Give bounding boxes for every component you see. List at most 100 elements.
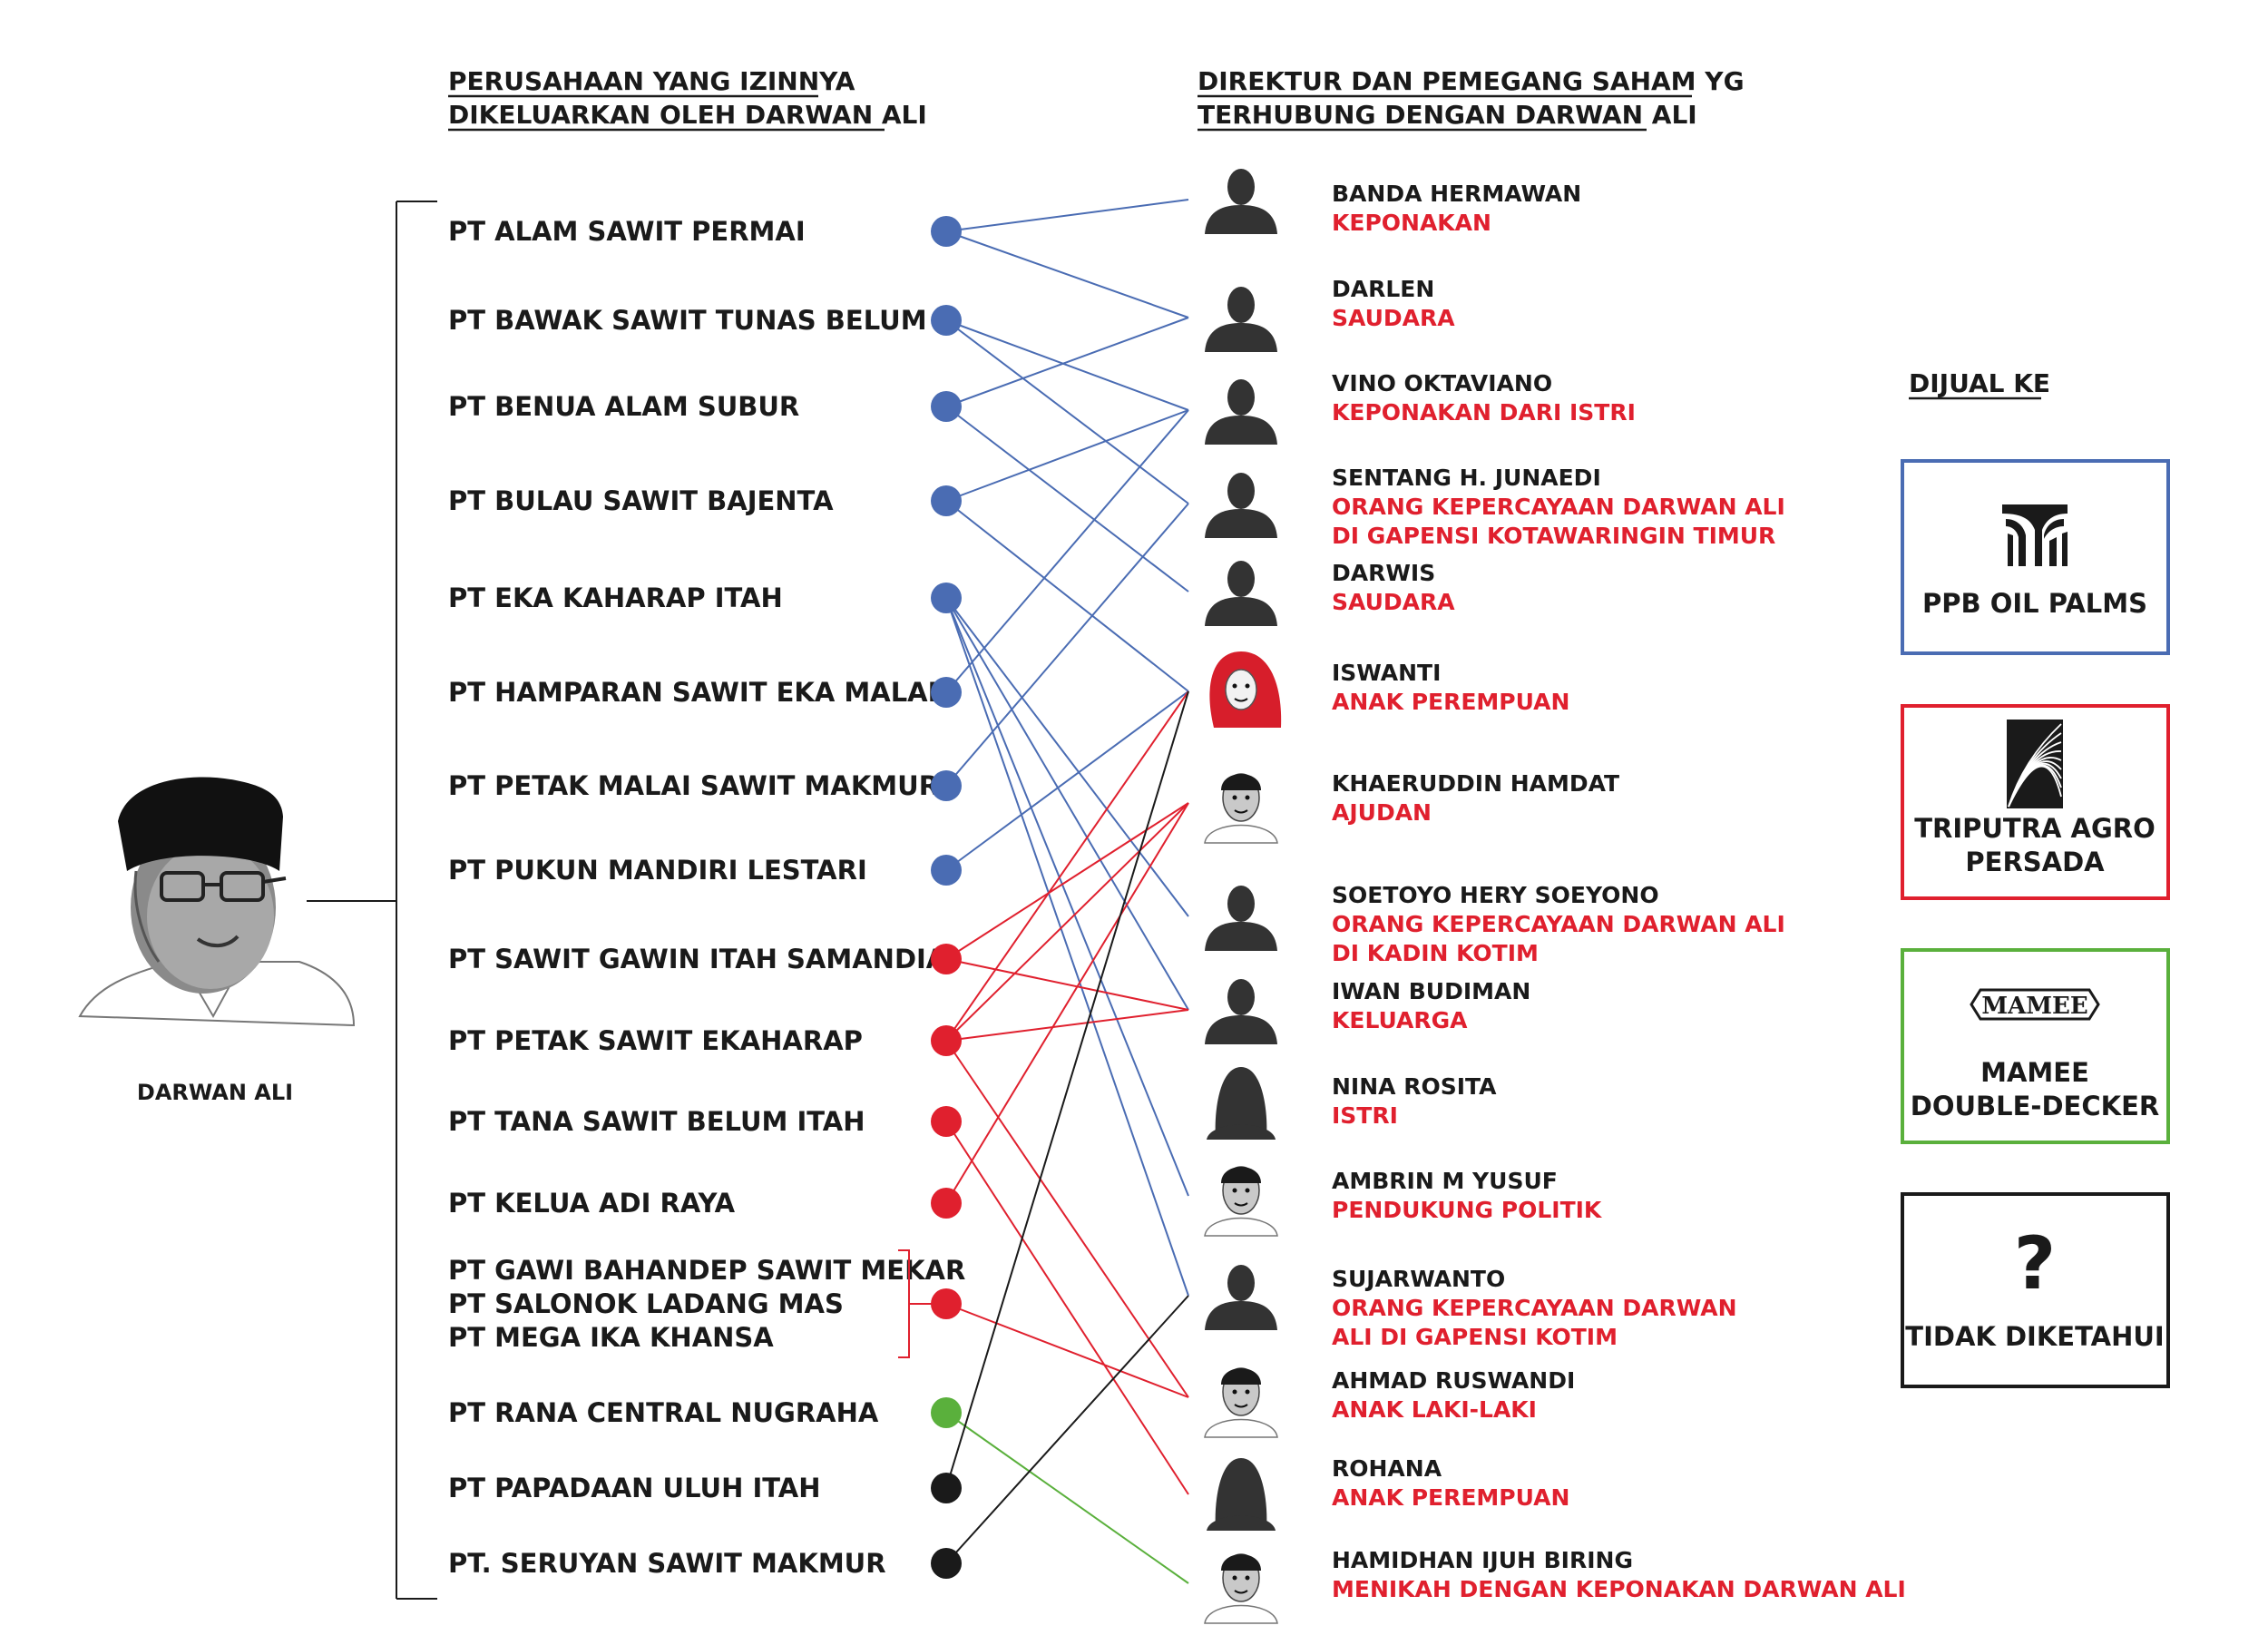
person-relation: ISTRI <box>1332 1102 1398 1129</box>
company-name: PT PETAK SAWIT EKAHARAP <box>448 1025 863 1056</box>
portrait-man-icon <box>1204 773 1278 844</box>
ownership-link <box>945 1121 1189 1495</box>
company-dot <box>931 770 962 801</box>
company-dot <box>931 1397 962 1428</box>
ownership-link <box>945 802 1189 960</box>
triputra-leaf-logo-icon <box>2007 720 2063 808</box>
company-name: PT HAMPARAN SAWIT EKA MALAN <box>448 677 950 708</box>
ownership-link <box>945 690 1189 1489</box>
links-layer <box>945 199 1189 1584</box>
group-bracket <box>898 1249 934 1358</box>
person-name: SUJARWANTO <box>1332 1266 1505 1292</box>
buyer-name: DOUBLE-DECKER <box>1911 1091 2159 1121</box>
ownership-link <box>945 317 1189 407</box>
person-relation: KELUARGA <box>1332 1007 1468 1033</box>
person-row: ISWANTI ANAK PEREMPUAN <box>1209 651 1569 728</box>
person-name: ISWANTI <box>1332 660 1441 686</box>
company-name: PT BULAU SAWIT BAJENTA <box>448 485 834 516</box>
person-relation: KEPONAKAN <box>1332 210 1491 236</box>
person-name: IWAN BUDIMAN <box>1332 978 1530 1004</box>
ownership-link <box>945 597 1189 1297</box>
buyer-name: TRIPUTRA AGRO <box>1914 813 2156 844</box>
people-heading-line2: TERHUBUNG DENGAN DARWAN ALI <box>1198 100 1697 130</box>
person-relation: DI KADIN KOTIM <box>1332 940 1539 966</box>
silhouette-female-icon <box>1207 1067 1276 1140</box>
company-name: PT. SERUYAN SAWIT MAKMUR <box>448 1548 886 1579</box>
silhouette-male-icon <box>1205 169 1277 234</box>
silhouette-male-icon <box>1205 473 1277 538</box>
company-dot <box>931 1025 962 1056</box>
person-row: HAMIDHAN IJUH BIRING MENIKAH DENGAN KEPON… <box>1204 1547 1906 1624</box>
ownership-link <box>945 802 1189 1042</box>
buyer-box-unknown: ?TIDAK DIKETAHUI <box>1901 1192 2170 1388</box>
person-relation: SAUDARA <box>1332 305 1455 331</box>
ownership-link <box>945 199 1189 232</box>
companies-bracket <box>307 201 437 1600</box>
person-relation: ORANG KEPERCAYAAN DARWAN ALI <box>1332 911 1785 937</box>
ownership-link <box>945 503 1189 787</box>
company-dot <box>931 1106 962 1137</box>
company-dot <box>931 485 962 516</box>
person-relation: MENIKAH DENGAN KEPONAKAN DARWAN ALI <box>1332 1576 1906 1602</box>
person-name: DARWIS <box>1332 560 1435 586</box>
buyer-box-frame <box>1901 948 2170 1144</box>
person-name: BANDA HERMAWAN <box>1332 181 1581 207</box>
company-dots <box>931 216 962 1579</box>
company-dot <box>931 305 962 336</box>
darwan-ali-portrait <box>78 777 356 1027</box>
ownership-link <box>945 690 1189 1042</box>
question-mark-text: ? <box>2014 1221 2056 1306</box>
portrait-hijab-icon <box>1209 651 1282 728</box>
person-relation: PENDUKUNG POLITIK <box>1332 1197 1603 1223</box>
ownership-link <box>945 597 1189 1011</box>
company-name: PT BAWAK SAWIT TUNAS BELUM <box>448 305 927 336</box>
silhouette-male-icon <box>1205 886 1277 951</box>
person-name: ROHANA <box>1332 1455 1442 1482</box>
buyer-name: PERSADA <box>1965 847 2105 877</box>
person-relation: ANAK PEREMPUAN <box>1332 689 1569 715</box>
person-name: AHMAD RUSWANDI <box>1332 1367 1575 1394</box>
person-relation: KEPONAKAN DARI ISTRI <box>1332 399 1636 426</box>
buyer-box-frame <box>1901 1192 2170 1388</box>
buyer-name: MAMEE <box>1980 1057 2089 1088</box>
company-dot <box>931 1473 962 1503</box>
person-relation: ANAK PEREMPUAN <box>1332 1484 1569 1511</box>
silhouette-male-icon <box>1205 979 1277 1044</box>
person-name: SENTANG H. JUNAEDI <box>1332 465 1601 491</box>
mamee-logo-icon: MAMEE <box>1970 988 2100 1021</box>
company-name: PT GAWI BAHANDEP SAWIT MEKAR <box>448 1255 965 1286</box>
subject-name: DARWAN ALI <box>137 1080 293 1105</box>
person-row: DARLEN SAUDARA <box>1205 276 1455 352</box>
ownership-link <box>945 597 1189 917</box>
ownership-link <box>945 319 1189 504</box>
ownership-link <box>945 409 1189 502</box>
mamee-logo-text: MAMEE <box>1981 993 2087 1020</box>
person-name: KHAERUDDIN HAMDAT <box>1332 770 1619 797</box>
ownership-link <box>945 690 1189 871</box>
person-relation: ORANG KEPERCAYAAN DARWAN <box>1332 1295 1737 1321</box>
silhouette-female-icon <box>1207 1458 1276 1531</box>
person-name: DARLEN <box>1332 276 1434 302</box>
person-name: HAMIDHAN IJUH BIRING <box>1332 1547 1633 1573</box>
ownership-link <box>945 1412 1189 1584</box>
company-name: PT SAWIT GAWIN ITAH SAMANDIAI <box>448 944 956 974</box>
company-dot <box>931 1188 962 1219</box>
company-name: PT ALAM SAWIT PERMAI <box>448 216 806 247</box>
person-row: BANDA HERMAWAN KEPONAKAN <box>1205 169 1581 236</box>
company-name: PT KELUA ADI RAYA <box>448 1188 736 1219</box>
portrait-man-icon <box>1204 1166 1278 1237</box>
companies-heading-line1: PERUSAHAAN YANG IZINNYA <box>448 66 855 96</box>
company-name: PT MEGA IKA KHANSA <box>448 1322 774 1353</box>
person-row: IWAN BUDIMAN KELUARGA <box>1205 978 1530 1044</box>
